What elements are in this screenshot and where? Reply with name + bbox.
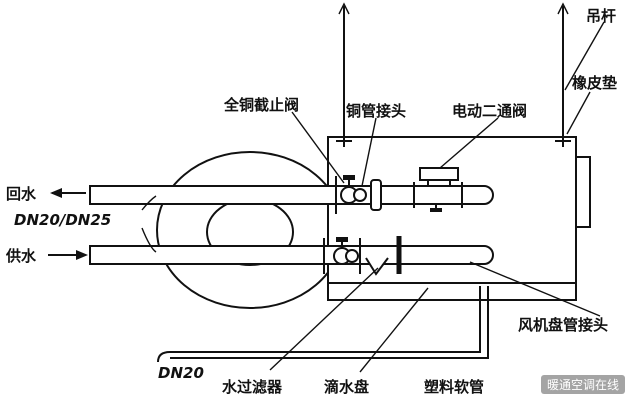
hanger-rod-left-arrow xyxy=(338,2,350,15)
supply-arrow-head xyxy=(76,250,88,260)
plastic-hose xyxy=(157,286,481,363)
water-filter xyxy=(365,236,402,276)
label-hanger-rod: 吊杆 xyxy=(586,7,616,25)
leader-dn20-25-a xyxy=(141,195,157,211)
label-plastic-hose: 塑料软管 xyxy=(424,378,484,396)
label-copper-pipe-joint: 铜管接头 xyxy=(346,102,406,120)
hanger-rod-right-arrow xyxy=(557,2,569,15)
label-return-water: 回水 xyxy=(6,185,37,203)
supply-pipe xyxy=(89,245,494,265)
leader-stop-valve xyxy=(291,111,345,184)
leader-filter xyxy=(269,267,379,371)
fan-coil-unit-box xyxy=(327,136,577,301)
label-water-filter: 水过滤器 xyxy=(222,378,283,396)
stop-valve-supply xyxy=(323,237,361,274)
label-electric-two-way-valve: 电动二通阀 xyxy=(452,102,527,120)
label-copper-stop-valve: 全铜截止阀 xyxy=(223,96,299,114)
leader-drip-tray xyxy=(359,287,429,373)
leader-fan-coil-joint xyxy=(469,261,601,317)
leader-rubber xyxy=(566,91,591,135)
label-pipe-size: DN20/DN25 xyxy=(14,211,111,229)
coil-outer-loop xyxy=(156,151,344,309)
label-fan-coil-joint: 风机盘管接头 xyxy=(518,316,608,334)
leader-copper-joint xyxy=(361,117,377,187)
label-drip-tray: 滴水盘 xyxy=(324,378,369,396)
return-pipe xyxy=(89,185,494,205)
side-box xyxy=(575,156,591,228)
label-drain-size: DN20 xyxy=(158,364,204,382)
stop-valve-return xyxy=(335,175,382,214)
leader-hanger xyxy=(564,21,605,91)
label-supply-water: 供水 xyxy=(5,247,37,265)
label-rubber-pad: 橡皮垫 xyxy=(572,74,617,92)
leader-electric-valve xyxy=(439,117,499,169)
plastic-hose-outer xyxy=(170,286,489,359)
watermark: 暖通空调在线 xyxy=(540,375,625,394)
leader-dn20-25-b xyxy=(141,227,157,253)
electric-two-way-valve xyxy=(413,167,463,212)
return-arrow-head xyxy=(50,188,62,198)
